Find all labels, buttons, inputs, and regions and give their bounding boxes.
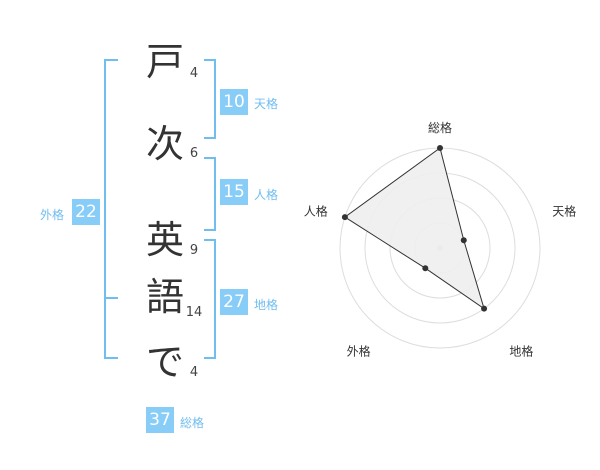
stroke-count-4: 14 [185,305,203,320]
stroke-count-3: 9 [189,243,199,258]
radar-axis-label-4: 外格 [347,343,371,358]
name-char-5: で [145,340,184,384]
radar-point-2 [460,237,467,244]
radar-point-5 [341,214,348,221]
soukaku-value: 37 [146,407,174,433]
chikaku-bracket [204,239,216,359]
tenkaku-label: 天格 [254,97,279,111]
chikaku-label: 地格 [254,298,279,312]
radar-point-3 [481,305,488,312]
radar-area [344,147,485,310]
gaikaku-value: 22 [72,199,100,225]
name-char-1: 戸 [145,40,184,84]
radar-point-4 [422,265,429,272]
stroke-count-5: 4 [189,365,199,380]
gaikaku-label: 外格 [40,208,65,222]
jinkaku-value: 15 [220,179,248,205]
radar-axis-label-5: 人格 [304,204,328,219]
chikaku-value: 27 [220,289,248,315]
gaikaku-bracket [104,59,118,359]
radar-axis-label-1: 総格 [428,120,452,135]
tenkaku-bracket [204,59,216,139]
stroke-count-2: 6 [189,146,199,161]
soukaku-label: 総格 [180,416,205,430]
radar-axis-label-3: 地格 [509,343,533,358]
tenkaku-value: 10 [220,89,248,115]
radar-point-1 [437,145,443,151]
jinkaku-bracket [204,157,216,231]
radar-axis-label-2: 天格 [552,204,576,219]
jinkaku-label: 人格 [254,188,279,202]
stroke-count-1: 4 [189,66,199,81]
name-char-3: 英 [145,218,184,262]
name-char-4: 語 [145,275,184,319]
name-char-2: 次 [145,122,184,166]
